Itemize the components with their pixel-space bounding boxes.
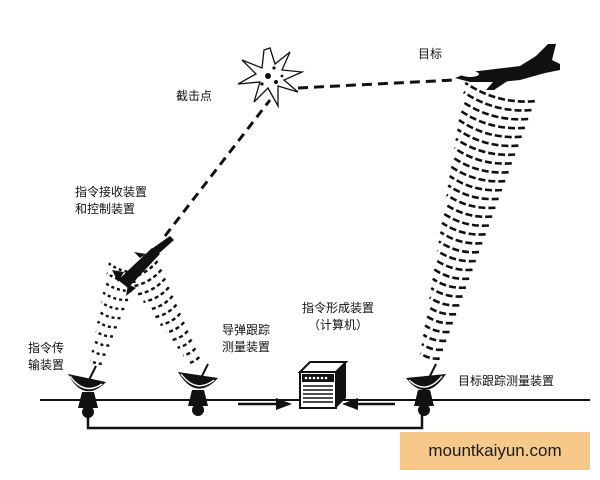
missile-tracking-label: 导弹跟踪 测量装置 <box>222 322 270 356</box>
beam-arc <box>442 212 489 228</box>
command-receiver-label-line1: 指令接收装置 <box>75 185 148 199</box>
beam-arc <box>165 321 186 334</box>
command-forming-label-line2: （计算机） <box>308 318 369 332</box>
beam-arc <box>89 359 102 365</box>
beam-arc <box>106 272 136 283</box>
beam-arc <box>91 349 106 356</box>
command-transmission-beam <box>89 262 140 365</box>
beam-arc <box>427 305 457 316</box>
command-transmit-radar-icon <box>68 365 106 418</box>
beam-arc <box>464 81 535 103</box>
beam-arc <box>104 281 132 293</box>
beam-arc <box>131 268 163 288</box>
beam-arc <box>107 262 140 274</box>
command-forming-label: 指令形成装置 （计算机） <box>302 300 374 334</box>
beam-arc <box>422 333 447 343</box>
explosion-icon <box>237 47 305 109</box>
command-receiver-label-line2: 和控制装置 <box>75 202 136 216</box>
beam-arc <box>438 240 480 254</box>
beam-arc <box>461 100 529 121</box>
beam-arc <box>436 249 476 263</box>
beam-arc <box>102 291 129 302</box>
connection-cable <box>86 408 424 430</box>
beam-arc <box>421 343 444 352</box>
command-transmit-label-line2: 输装置 <box>28 358 65 372</box>
beam-arc <box>425 315 453 325</box>
beam-arc <box>445 193 496 210</box>
beam-arc <box>95 330 114 338</box>
command-transmit-label-line1: 指令传 <box>28 341 65 355</box>
beam-arc <box>98 310 121 320</box>
target-tracking-label: 目标跟踪测量装置 <box>458 374 555 388</box>
beam-arc <box>93 339 110 347</box>
aircraft-icon <box>455 44 560 90</box>
beam-arc <box>435 259 473 272</box>
beam-arc <box>188 356 201 365</box>
beam-arc <box>431 277 466 290</box>
beam-arc <box>143 286 170 304</box>
target-flight-path <box>297 78 456 90</box>
beam-arc <box>419 352 440 360</box>
arrow-to-computer-left <box>238 398 292 410</box>
beam-arc <box>453 147 512 165</box>
beam-arc <box>433 268 470 281</box>
command-transmit-label: 指令传 输装置 <box>28 340 64 374</box>
beam-arc <box>148 295 174 311</box>
beam-arc <box>428 296 460 307</box>
beam-arc <box>441 221 486 236</box>
missile-tracking-label-line1: 导弹跟踪 <box>222 323 271 337</box>
beam-arc <box>177 338 193 349</box>
command-forming-label-line1: 指令形成装置 <box>302 301 375 315</box>
beam-arc <box>100 301 125 311</box>
missile-tracking-radar-icon <box>178 363 218 416</box>
intercept-point-label: 截击点 <box>176 89 213 103</box>
target-label: 目标 <box>418 47 443 61</box>
beam-arc <box>126 260 159 281</box>
computer-icon <box>297 361 349 409</box>
beam-arc <box>430 287 463 298</box>
missile-icon <box>112 236 174 296</box>
beam-arc <box>458 119 522 139</box>
beam-arc <box>424 324 450 334</box>
command-receiver-label: 指令接收装置 和控制装置 <box>75 184 147 218</box>
beam-arc <box>439 231 483 245</box>
beam-arc <box>452 156 509 174</box>
beam-arc <box>450 165 506 183</box>
beam-arc <box>154 303 178 319</box>
missile-tracking-label-line2: 测量装置 <box>222 340 271 354</box>
beam-arc <box>448 175 503 192</box>
target-tracking-beam <box>419 81 535 360</box>
missile-tracking-beam <box>126 260 201 365</box>
beam-arc <box>447 184 499 201</box>
arrow-to-computer-right <box>342 398 395 410</box>
beam-arc <box>444 203 493 219</box>
beam-arc <box>171 330 189 342</box>
target-tracking-radar-icon <box>406 363 446 416</box>
beam-arc <box>137 277 167 296</box>
beam-arc <box>160 312 182 326</box>
beam-arc <box>462 91 532 112</box>
beam-arc <box>182 347 197 357</box>
missile-trajectory <box>163 99 272 237</box>
beam-arc <box>459 109 526 130</box>
beam-arc <box>456 128 519 148</box>
beam-arc <box>96 320 117 329</box>
watermark-banner: mountkaiyun.com <box>400 432 590 470</box>
beam-arc <box>455 137 516 157</box>
